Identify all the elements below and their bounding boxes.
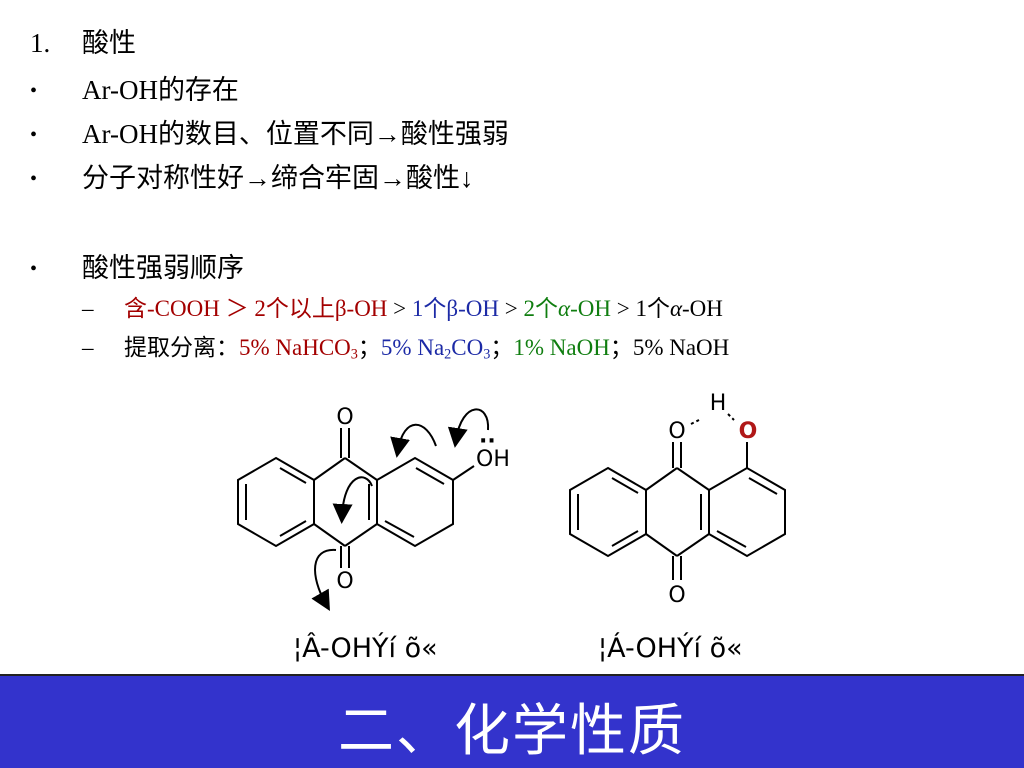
beta-hydroxyanthraquinone <box>237 408 490 611</box>
bullet-dot: • <box>30 80 38 102</box>
lone-pair-dots: ·· <box>479 429 496 454</box>
order-gt: > <box>499 296 524 321</box>
bullet-dot: • <box>30 124 38 146</box>
extraction-reagent-3: 1% NaOH <box>513 335 610 360</box>
carbonyl-oxygen-bottom: O <box>336 569 353 594</box>
bullet-text: 酸性强弱顺序 <box>82 253 244 283</box>
order-part-4: 1个α-OH <box>635 296 723 321</box>
order-part-3: 2个α-OH <box>523 296 611 321</box>
extraction-reagent-1: 5% NaHCO3 <box>239 335 358 363</box>
hydroxyl-oxygen: O <box>739 419 758 444</box>
extraction-reagent-2: 5% Na2CO3 <box>380 335 491 363</box>
alpha-hydroxyanthraquinone <box>569 413 786 580</box>
extraction-text: 提取分离：5% NaHCO3；5% Na2CO3；1% NaOH；5% NaOH <box>124 335 730 363</box>
extraction-reagent-4: 5% NaOH <box>632 335 730 360</box>
slide-title: 二、化学性质 <box>338 699 686 764</box>
bullet-item: • Ar-OH的数目、位置不同→酸性强弱 <box>0 121 509 148</box>
order-gt: > <box>387 296 412 321</box>
dash-marker: – <box>82 296 94 321</box>
carbonyl-oxygen-top: O <box>336 405 353 430</box>
acidity-order-text: 含-COOH ＞ 2个以上β-OH > 1个β-OH > 2个α-OH > 1个… <box>124 297 723 320</box>
bullet-text: Ar-OH的存在 <box>82 75 239 105</box>
order-part-1: 含-COOH ＞ 2个以上β-OH <box>124 296 388 321</box>
extraction-label: 提取分离： <box>124 335 239 360</box>
heading-number: 1. <box>30 28 51 58</box>
bullet-item: • 酸性强弱顺序 <box>0 255 244 282</box>
bullet-text: Ar-OH的数目、位置不同→酸性强弱 <box>82 119 509 149</box>
carbonyl-oxygen-bottom: O <box>668 583 685 608</box>
title-banner: 二、化学性质 <box>0 674 1024 768</box>
hydrogen-atom: H <box>710 391 727 416</box>
order-part-2: 1个β-OH <box>411 296 499 321</box>
carbonyl-oxygen-top: O <box>668 419 685 444</box>
dash-marker: – <box>82 335 94 360</box>
order-gt: > <box>610 296 636 321</box>
hydroxyl-group: OH <box>476 447 510 472</box>
bullet-dot: • <box>30 258 38 280</box>
caption-beta: ¦Â-OHÝí õ« <box>293 633 438 664</box>
bullet-dot: • <box>30 168 38 190</box>
bullet-text: 分子对称性好→缔合牢固→酸性↓ <box>82 163 474 193</box>
bullet-item: • Ar-OH的存在 <box>0 77 239 104</box>
anthraquinone-structures: O O OH ·· O O O H <box>237 391 786 611</box>
caption-alpha: ¦Á-OHÝí õ« <box>598 633 743 664</box>
bullet-item: • 分子对称性好→缔合牢固→酸性↓ <box>0 165 474 192</box>
heading-text: 酸性 <box>82 28 136 58</box>
